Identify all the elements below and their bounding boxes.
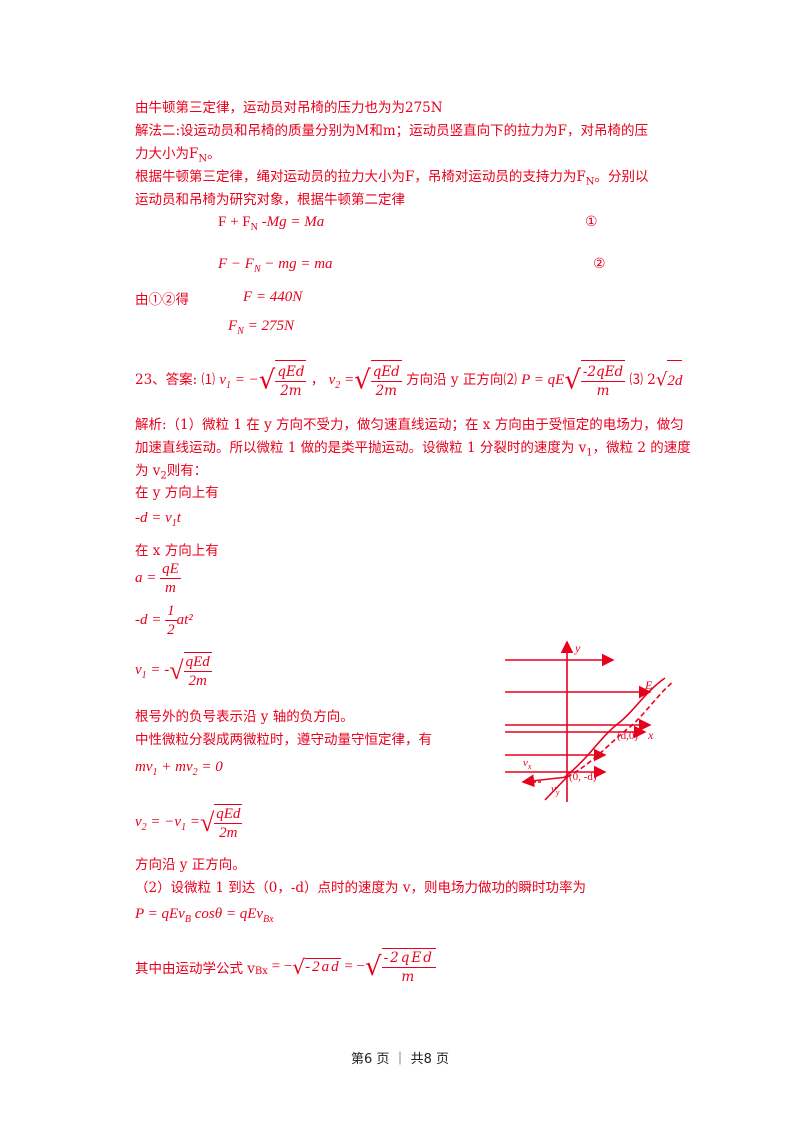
x-axis-label: x bbox=[647, 728, 654, 742]
field-E-label: E bbox=[644, 678, 653, 692]
trajectory-curve bbox=[564, 677, 666, 778]
equation-momentum: mv1 + mv2 = 0 bbox=[135, 759, 223, 778]
text-negative-note: 根号外的负号表示沿 y 轴的负方向。 bbox=[135, 709, 354, 725]
point-d0-label: (d,0) bbox=[617, 730, 638, 742]
text-line-rope-force: 根据牛顿第三定律，绳对运动员的拉力大小为F，吊椅对运动员的支持力为FN。分别以 bbox=[135, 169, 649, 188]
text-line-research-object: 运动员和吊椅为研究对象，根据牛顿第二定律 bbox=[135, 192, 405, 208]
y-axis-label: y bbox=[574, 641, 581, 655]
text-part-2: （2）设微粒 1 到达（0，-d）点时的速度为 v，则电场力做功的瞬时功率为 bbox=[135, 880, 586, 896]
analysis-line-3: 为 v2则有： bbox=[135, 463, 208, 482]
equation-power: P = qEvB cosθ = qEvBx bbox=[135, 906, 274, 925]
page-footer: 第6 页 ｜ 共8 页 bbox=[350, 1052, 450, 1067]
text-line-method-two: 解法二:设运动员和吊椅的质量分别为M和m；运动员竖直向下的拉力为F，对吊椅的压 bbox=[135, 123, 649, 139]
vy-label: vy bbox=[551, 783, 560, 797]
velocity-vector bbox=[521, 774, 568, 788]
equation-1-marker: ① bbox=[585, 214, 598, 230]
velocity-component bbox=[544, 776, 568, 801]
result-FN: FN = 275N bbox=[228, 318, 294, 337]
equation-1: F + FN -Mg = Ma bbox=[218, 214, 325, 233]
text-y-direction: 在 y 方向上有 bbox=[135, 485, 219, 501]
analysis-line-1: 解析:（1）微粒 1 在 y 方向不受力，做匀速直线运动；在 x 方向由于受恒定… bbox=[135, 417, 684, 433]
text-x-direction: 在 x 方向上有 bbox=[135, 543, 219, 559]
result-F: F = 440N bbox=[243, 289, 303, 305]
equation-2: F − FN − mg = ma bbox=[218, 256, 333, 275]
field-diagram: y x E (d,0) (0, -d) vx vy bbox=[505, 640, 674, 802]
equation-d-v1t: -d = v1t bbox=[135, 510, 181, 529]
equation-2-marker: ② bbox=[593, 256, 606, 272]
point-0-minus-d-label: (0, -d) bbox=[569, 771, 597, 783]
text-line-pressure: 力大小为FN。 bbox=[135, 146, 221, 165]
analysis-line-2: 加速直线运动。所以微粒 1 做的是类平抛运动。设微粒 1 分裂时的速度为 v1，… bbox=[135, 440, 691, 459]
text-dir-y-positive: 方向沿 y 正方向。 bbox=[135, 857, 246, 873]
trajectory-dashed bbox=[566, 681, 674, 778]
text-momentum: 中性微粒分裂成两微粒时，遵守动量守恒定律，有 bbox=[135, 732, 432, 748]
text-line-newton-third: 由牛顿第三定律，运动员对吊椅的压力也为为275N bbox=[135, 100, 443, 116]
vx-label: vx bbox=[523, 757, 532, 771]
text-from-equations: 由①②得 bbox=[135, 292, 189, 308]
